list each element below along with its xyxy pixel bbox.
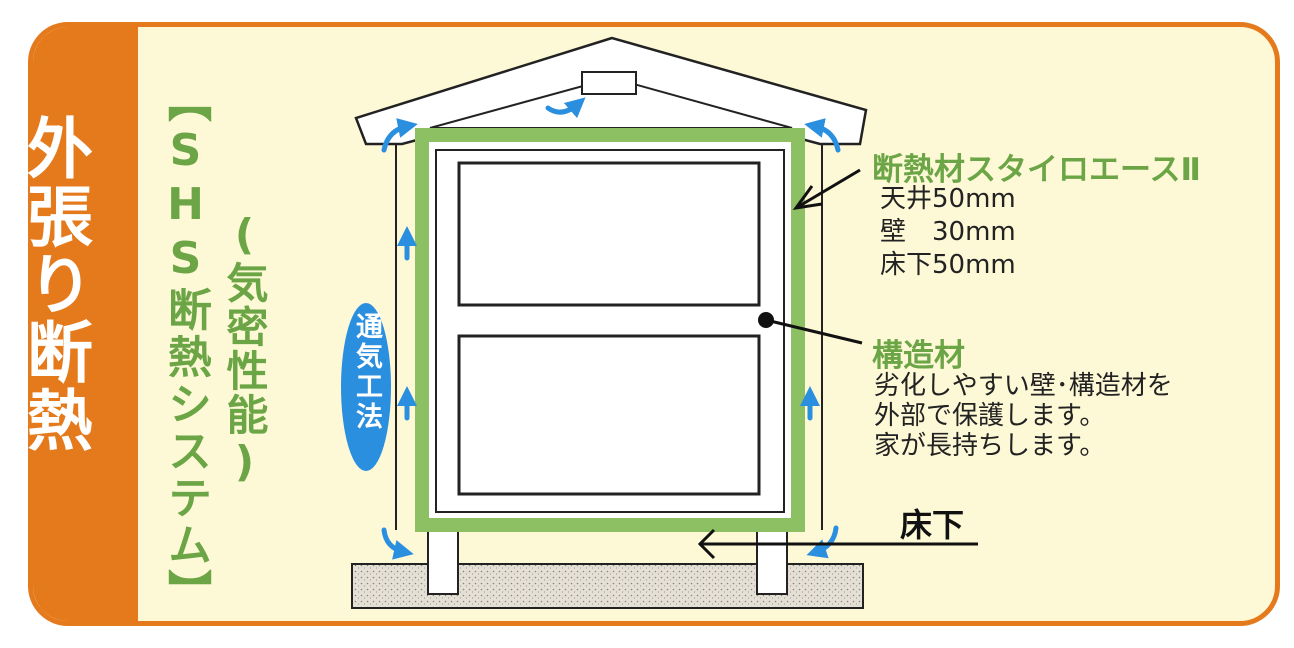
lower-room [457,334,761,496]
side-tab [33,27,138,621]
underfloor-pointer-head [697,528,716,560]
insulation-title: 断熱材スタイロエースⅡ [872,152,1201,188]
insulation-pointer-head [792,185,823,211]
insulation-ceiling: 天井50mm [880,184,1016,214]
structure-line1: 劣化しやすい壁･構造材を [874,371,1173,401]
structure-line2: 外部で保護します。 [874,401,1106,431]
structure-line3: 家が長持ちします。 [874,431,1106,461]
structure-title: 構造材 [872,338,965,374]
insulation-floor: 床下50mm [880,250,1016,280]
side-title: 外張り断熱 [16,114,93,454]
airflow-arrows [381,97,841,560]
system-name: 【SHS断熱システム】 [160,78,211,616]
insulation-wall: 壁 30mm [880,217,1016,247]
ventilation-badge-text: 通気工法 [351,312,382,432]
ventilation-badge [341,303,391,471]
upper-room [457,161,761,307]
ridge-vent [581,71,637,95]
left-post [427,521,459,595]
underfloor-label: 床下 [900,506,965,544]
airtight-label: (気密性能) [220,210,269,488]
right-post [756,521,788,595]
insulation-pointer [795,168,861,210]
structure-pointer [765,318,863,345]
